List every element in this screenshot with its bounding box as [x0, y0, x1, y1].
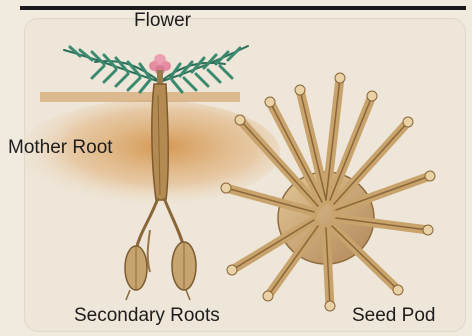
- label-flower: Flower: [134, 11, 191, 30]
- seed-pod: [221, 73, 435, 311]
- secondary-roots: [125, 198, 196, 300]
- mother-root: [152, 84, 168, 200]
- label-mother-root: Mother Root: [8, 138, 113, 157]
- label-seed-pod: Seed Pod: [352, 306, 435, 325]
- label-secondary-roots: Secondary Roots: [74, 306, 220, 325]
